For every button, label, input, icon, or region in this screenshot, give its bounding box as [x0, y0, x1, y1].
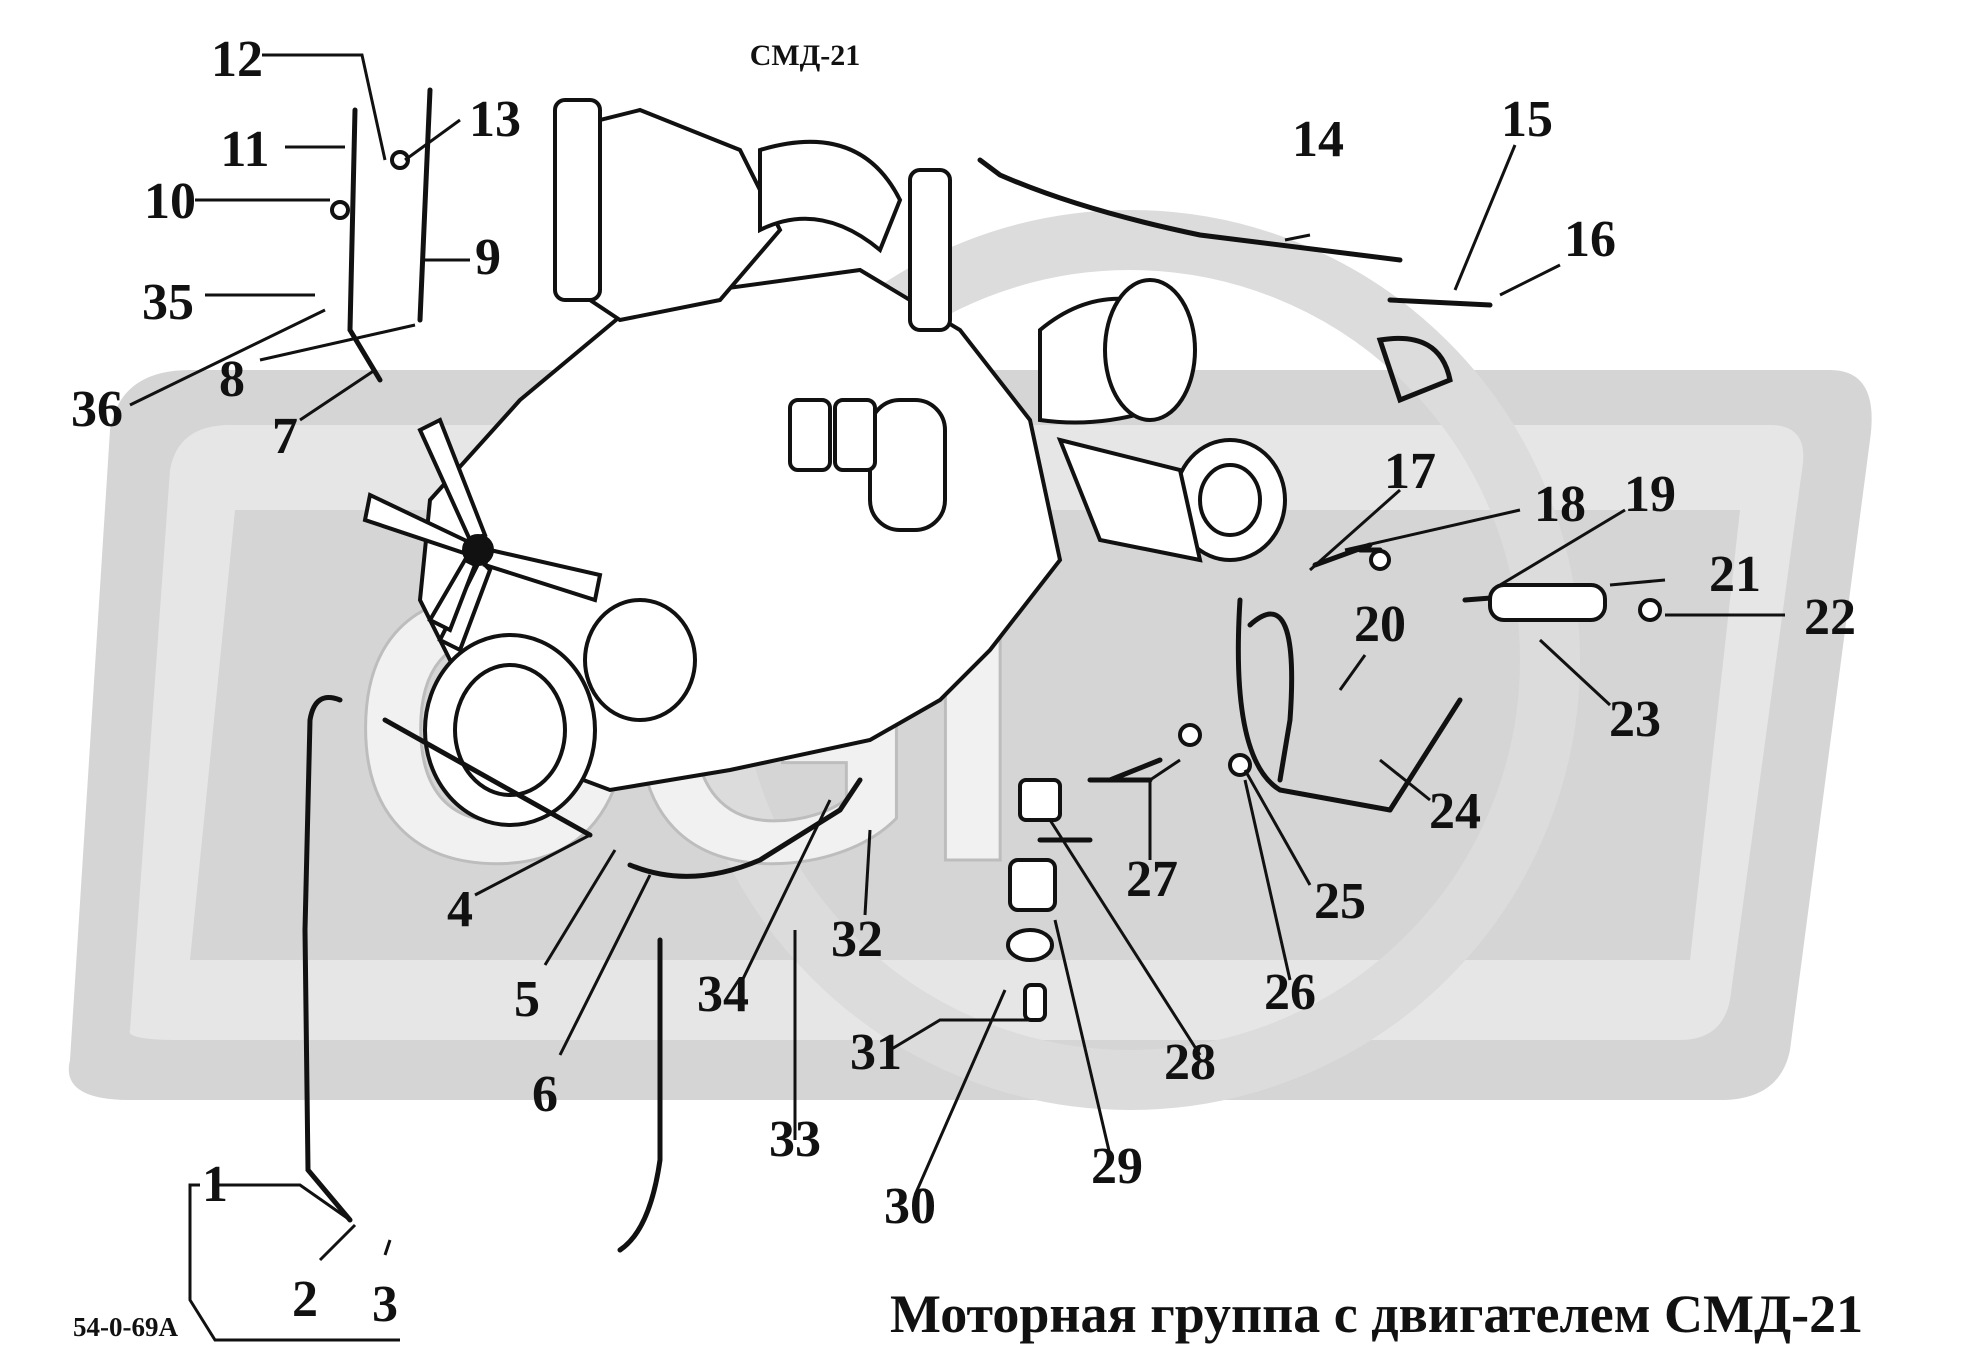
callout-4: 4 [447, 881, 473, 938]
engine-block [417, 98, 1287, 827]
callout-2: 2 [292, 1271, 318, 1328]
callout-31: 31 [850, 1024, 902, 1081]
callout-8: 8 [219, 351, 245, 408]
callout-18: 18 [1534, 476, 1586, 533]
callout-12: 12 [211, 31, 263, 88]
callout-3: 3 [372, 1276, 398, 1333]
callout-6: 6 [532, 1066, 558, 1123]
callout-34: 34 [697, 966, 749, 1023]
callout-7: 7 [272, 408, 298, 465]
parts [302, 87, 1598, 1253]
small-parts [330, 150, 1662, 1022]
callout-13: 13 [469, 91, 521, 148]
leader-lines [129, 53, 1785, 1342]
fan [362, 417, 603, 653]
callout-23: 23 [1609, 691, 1661, 748]
callout-21: 21 [1709, 546, 1761, 603]
callout-10: 10 [144, 173, 196, 230]
callout-33: 33 [769, 1111, 821, 1168]
callout-29: 29 [1091, 1138, 1143, 1195]
callout-16: 16 [1564, 211, 1616, 268]
callout-22: 22 [1804, 589, 1856, 646]
callout-9: 9 [475, 229, 501, 286]
document-code: 54-0-69А [73, 1312, 178, 1342]
callout-28: 28 [1164, 1034, 1216, 1091]
callout-20: 20 [1354, 596, 1406, 653]
callout-1: 1 [202, 1156, 228, 1213]
callout-19: 19 [1624, 466, 1676, 523]
callout-36: 36 [71, 381, 123, 438]
callout-35: 35 [142, 274, 194, 331]
callout-5: 5 [514, 971, 540, 1028]
callout-26: 26 [1264, 964, 1316, 1021]
callout-32: 32 [831, 911, 883, 968]
callout-17: 17 [1384, 443, 1436, 500]
callout-14: 14 [1292, 111, 1344, 168]
diagram-title: Моторная группа с двигателем СМД-21 [890, 1284, 1864, 1344]
callout-27: 27 [1126, 851, 1178, 908]
callout-24: 24 [1429, 783, 1481, 840]
callout-11: 11 [220, 121, 270, 178]
callout-30: 30 [884, 1178, 936, 1235]
engine-label: СМД-21 [749, 39, 861, 72]
callout-15: 15 [1501, 91, 1553, 148]
callout-25: 25 [1314, 873, 1366, 930]
